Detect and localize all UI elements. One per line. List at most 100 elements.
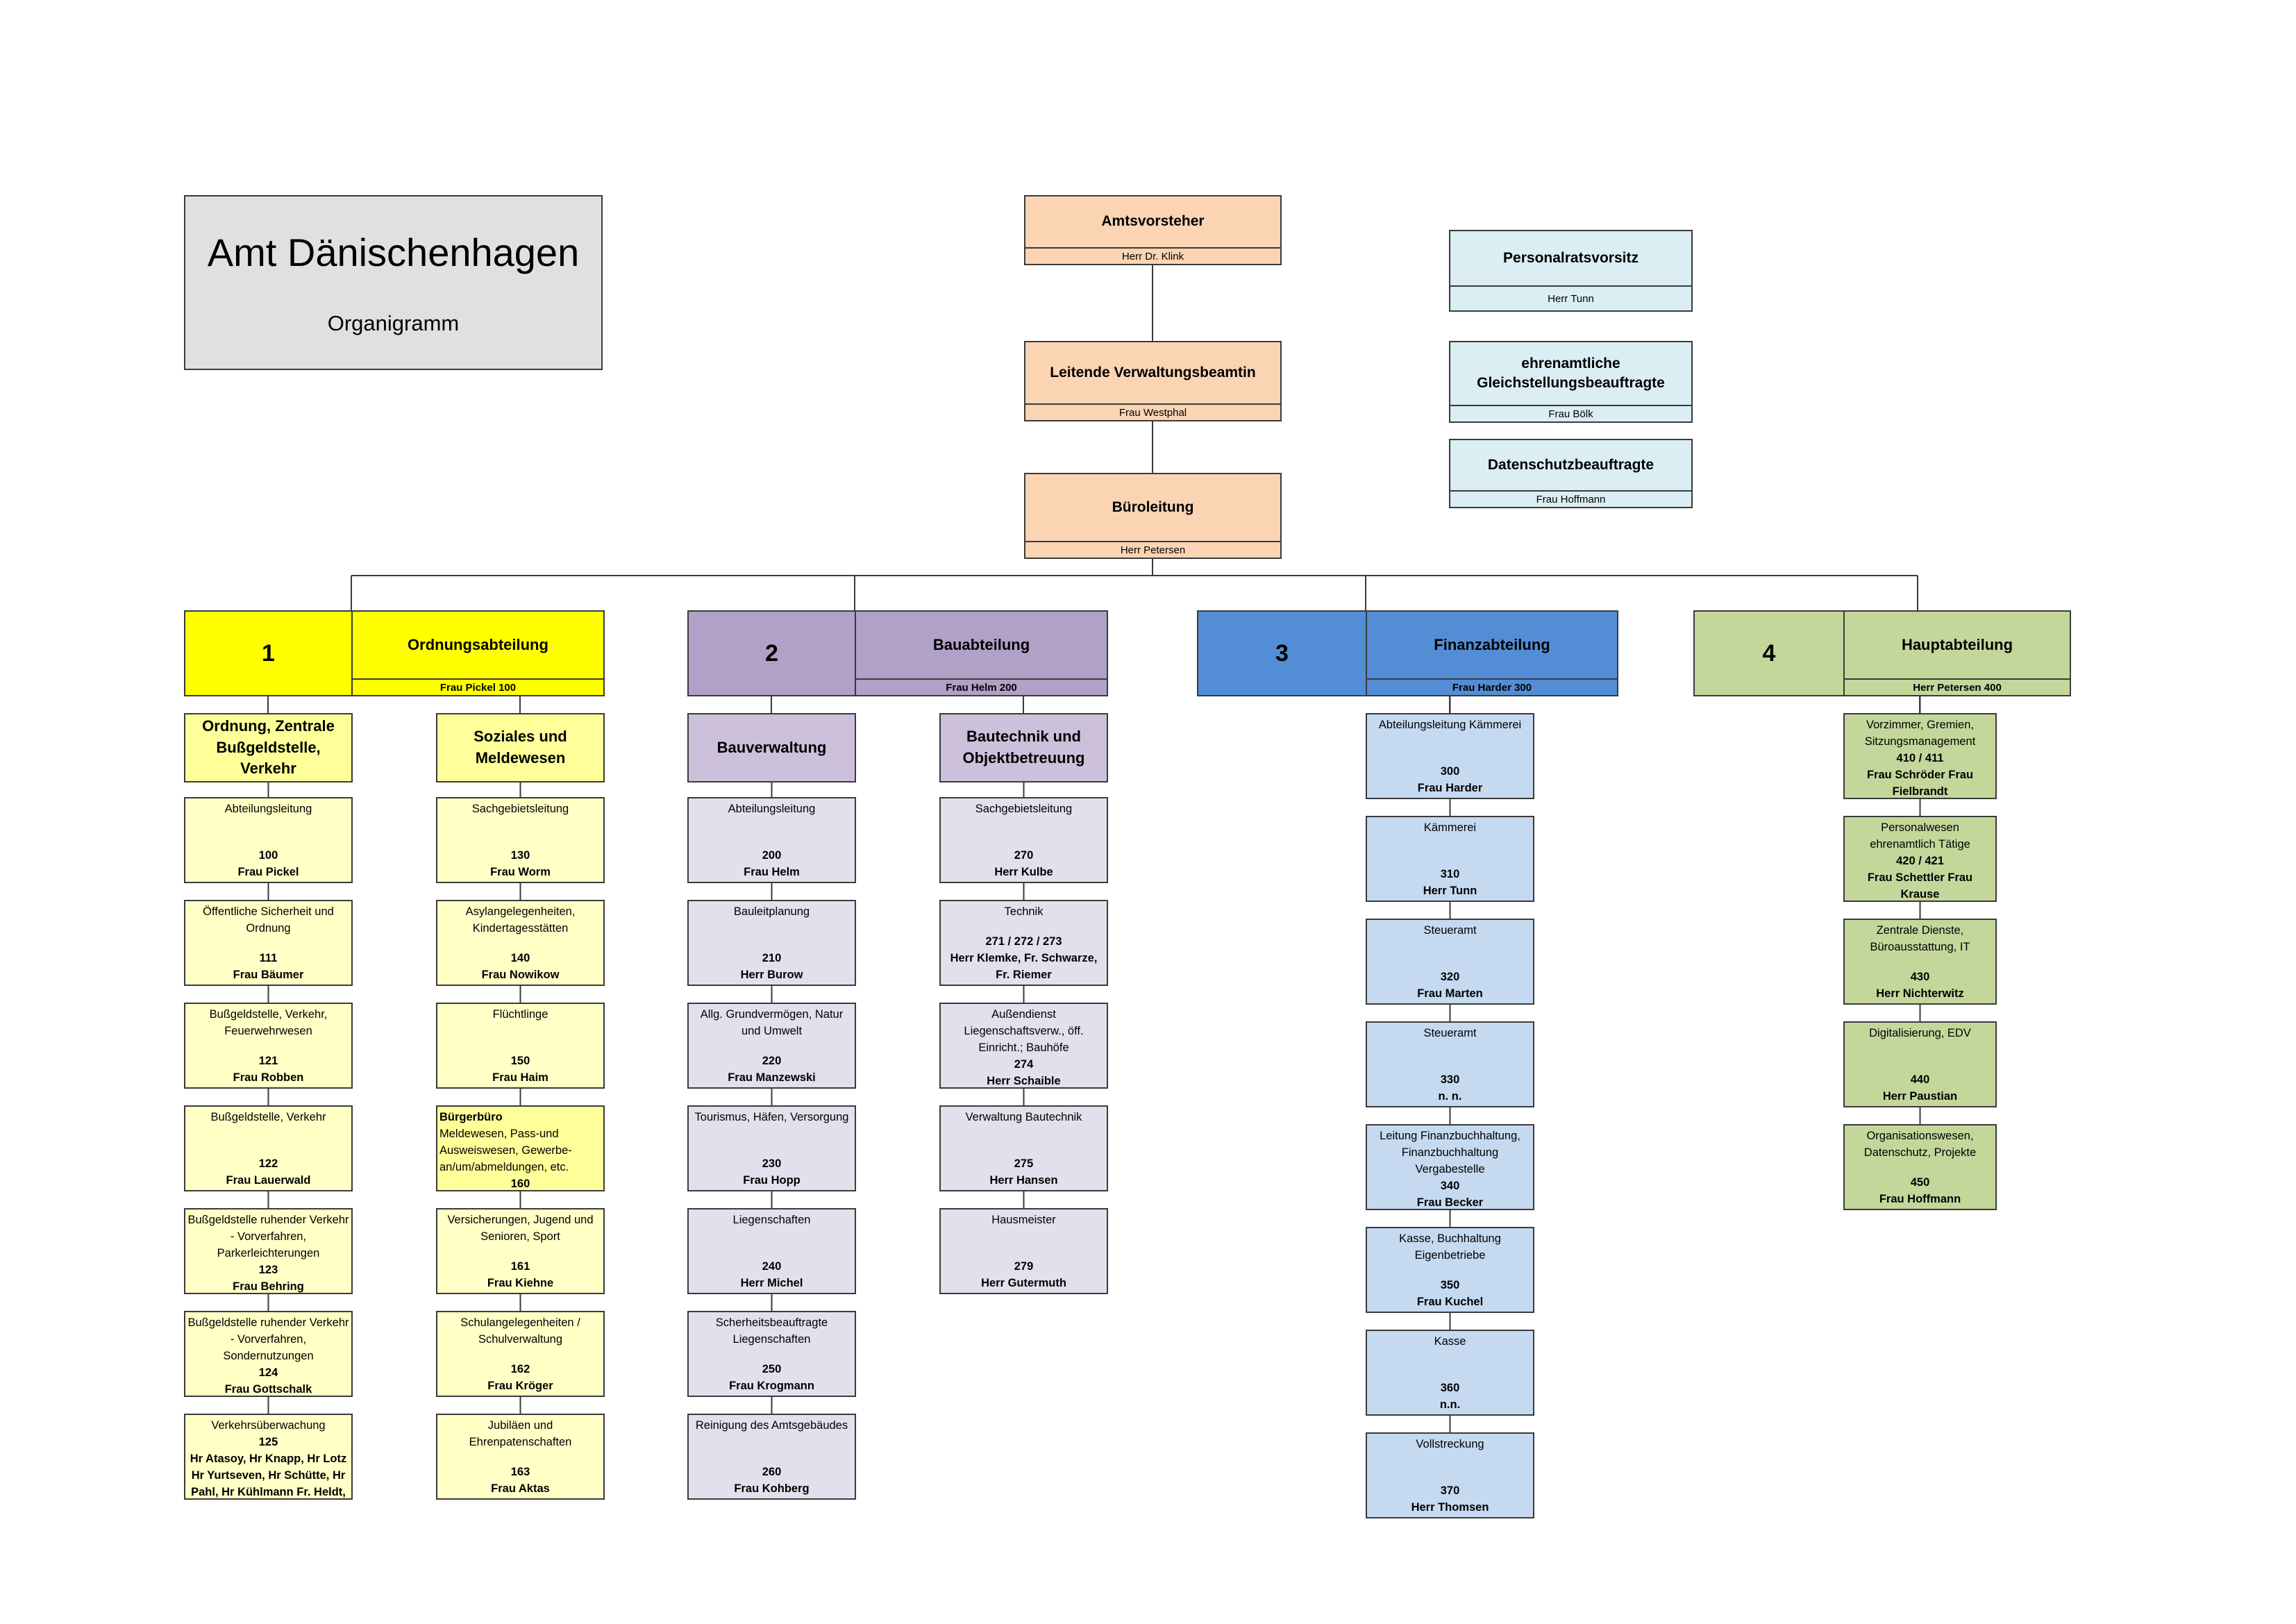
unit-person: Frau Schröder Frau Fielbrandt (1866, 769, 1974, 798)
unit-heading: Bürgerbüro (439, 1111, 503, 1123)
unit-label: Verwaltung Bautechnik (965, 1111, 1082, 1123)
unit-code: 350 (1440, 1279, 1460, 1291)
unit-person: Herr Burow (740, 969, 803, 981)
unit-code: 200 (762, 849, 782, 862)
unit-label: Technik (1004, 905, 1044, 918)
unit-person: Frau Worm (490, 866, 551, 878)
unit-box-450: Organisationswesen, Datenschutz, Projekt… (1843, 1124, 1997, 1210)
unit-person: Frau Hoffmann (1879, 1193, 1961, 1205)
department-head: Frau Helm 200 (856, 678, 1107, 695)
unit-label: Flüchtlinge (492, 1008, 548, 1021)
unit-person: Frau Lauerwald (226, 1174, 311, 1187)
unit-code: 271 / 272 / 273 (985, 935, 1062, 948)
department-3-number: 3 (1197, 610, 1367, 696)
unit-label: Öffentliche Sicherheit und Ordnung (203, 905, 334, 935)
unit-person: Frau Schettler Frau Krause (1867, 871, 1973, 901)
unit-person: Frau Haim (492, 1071, 548, 1084)
unit-person: Frau Hopp (743, 1174, 801, 1187)
unit-label: Steueramt (1423, 924, 1477, 937)
unit-person: Herr Nichterwitz (1876, 987, 1964, 1000)
unit-code: 450 (1910, 1176, 1930, 1189)
box-title: Büroleitung (1112, 499, 1194, 515)
unit-person: Herr Tunn (1423, 885, 1477, 897)
unit-person: Herr Thomsen (1411, 1501, 1489, 1514)
unit-person: Herr Klemke, Fr. Schwarze, Fr. Riemer (950, 952, 1098, 981)
unit-label: Leitung Finanzbuchhaltung, Finanzbuchhal… (1380, 1130, 1520, 1175)
unit-box-123: Bußgeldstelle ruhender Verkehr - Vorverf… (184, 1208, 353, 1294)
unit-label: Tourismus, Häfen, Versorgung (694, 1111, 849, 1123)
box-title: Datenschutzbeauftragte (1487, 456, 1654, 473)
unit-code: 210 (762, 952, 782, 964)
unit-person: Frau Manzewski (728, 1071, 816, 1084)
unit-person: Frau Kohberg (734, 1482, 810, 1495)
unit-code: 150 (510, 1055, 530, 1067)
unit-person: Hr Atasoy, Hr Knapp, Hr Lotz Hr Yurtseve… (190, 1453, 347, 1498)
unit-person: Frau Kuchel (1416, 1296, 1484, 1308)
unit-label: Vorzimmer, Gremien, Sitzungsmanagement (1864, 719, 1976, 748)
unit-label: Zentrale Dienste, Büroausstattung, IT (1870, 924, 1970, 953)
box-amtsvorsteher: Amtsvorsteher Herr Dr. Klink (1024, 195, 1282, 265)
unit-person: Frau Nowikow (481, 969, 560, 981)
unit-label: Jubiläen und Ehrenpatenschaften (469, 1419, 572, 1448)
unit-code: 440 (1910, 1073, 1930, 1086)
unit-label: Bußgeldstelle ruhender Verkehr - Vorverf… (187, 1316, 349, 1362)
unit-code: 279 (1014, 1260, 1034, 1273)
unit-label: Abteilungsleitung (728, 803, 816, 815)
unit-person: Herr Schaible (987, 1075, 1061, 1087)
unit-person: Frau Pickel (237, 866, 299, 878)
unit-code: 260 (762, 1466, 782, 1478)
box-personalratsvorsitz: Personalratsvorsitz Herr Tunn (1449, 230, 1693, 312)
unit-code: 300 (1440, 765, 1460, 778)
unit-code: 160 (510, 1178, 530, 1190)
unit-code: 130 (510, 849, 530, 862)
section-bauverwaltung: Bauverwaltung (687, 713, 856, 782)
unit-label: Steueramt (1423, 1027, 1477, 1039)
unit-label: Bauleitplanung (733, 905, 810, 918)
unit-code: 270 (1014, 849, 1034, 862)
unit-code: 163 (510, 1466, 530, 1478)
unit-label: Sachgebietsleitung (471, 803, 569, 815)
unit-code: 420 / 421 (1896, 855, 1944, 867)
unit-label: Abteilungsleitung Kämmerei (1378, 719, 1522, 731)
box-title: Amtsvorsteher (1101, 213, 1205, 230)
unit-code: 161 (510, 1260, 530, 1273)
unit-label: Allg. Grundvermögen, Natur und Umwelt (700, 1008, 844, 1037)
box-person: Herr Tunn (1450, 285, 1691, 310)
page-subtitle: Organigramm (327, 310, 460, 335)
unit-code: 124 (258, 1366, 278, 1379)
unit-code: 230 (762, 1157, 782, 1170)
box-person: Frau Bölk (1450, 405, 1691, 421)
unit-label: Bußgeldstelle, Verkehr, Feuerwehrwesen (209, 1008, 328, 1037)
box-bueroleitung: Büroleitung Herr Petersen (1024, 473, 1282, 559)
department-2-number: 2 (687, 610, 856, 696)
unit-person: Frau Bäumer (233, 969, 304, 981)
section-soziales: Soziales und Meldewesen (436, 713, 605, 782)
department-title: Finanzabteilung (1434, 636, 1550, 653)
unit-code: 340 (1440, 1180, 1460, 1192)
unit-code: 121 (258, 1055, 278, 1067)
page-title: Amt Dänischenhagen (207, 230, 580, 274)
box-gleichstellungsbeauftragte: ehrenamtliche Gleichstellungsbeauftragte… (1449, 341, 1693, 423)
unit-label: Schulangelegenheiten / Schulverwaltung (460, 1316, 580, 1346)
department-4-title-box: Hauptabteilung Herr Petersen 400 (1843, 610, 2071, 696)
box-datenschutzbeauftragte: Datenschutzbeauftragte Frau Hoffmann (1449, 439, 1693, 508)
unit-label: Bußgeldstelle, Verkehr (210, 1111, 326, 1123)
unit-person: Frau Kröger (487, 1380, 553, 1392)
